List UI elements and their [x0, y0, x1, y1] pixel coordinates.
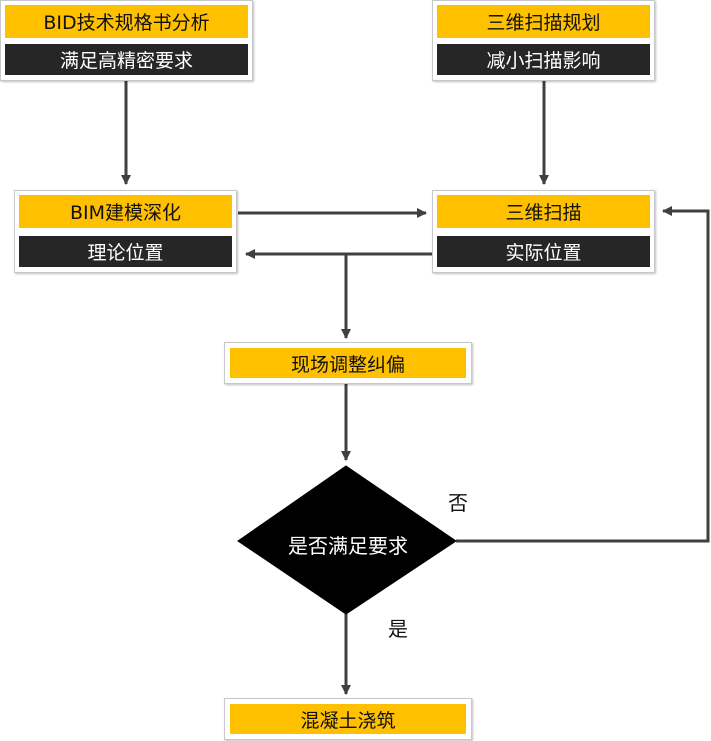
node-bim-modeling-subtitle: 理论位置 [19, 236, 232, 267]
node-scan-planning-title: 三维扫描规划 [437, 5, 650, 38]
node-bim-modeling-title: BIM建模深化 [19, 195, 232, 228]
node-scan-planning: 三维扫描规划 减小扫描影响 [432, 0, 655, 81]
node-concrete-pouring: 混凝土浇筑 [224, 698, 472, 740]
node-bid-analysis-subtitle: 满足高精密要求 [5, 44, 248, 75]
node-site-adjustment-title: 现场调整纠偏 [230, 348, 466, 378]
node-3d-scan-subtitle: 实际位置 [437, 236, 650, 267]
edge-decision-no-to-scan [456, 206, 710, 543]
decision-label: 是否满足要求 [288, 533, 408, 558]
node-site-adjustment: 现场调整纠偏 [224, 342, 472, 384]
edge-label-yes: 是 [388, 617, 408, 641]
edge-label-no: 否 [448, 491, 468, 515]
node-bim-modeling: BIM建模深化 理论位置 [14, 190, 237, 273]
node-3d-scan: 三维扫描 实际位置 [432, 190, 655, 273]
node-3d-scan-title: 三维扫描 [437, 195, 650, 228]
node-scan-planning-subtitle: 减小扫描影响 [437, 44, 650, 75]
decision-diamond [237, 465, 457, 615]
node-bid-analysis-title: BID技术规格书分析 [5, 5, 248, 38]
node-concrete-pouring-title: 混凝土浇筑 [230, 704, 466, 734]
node-bid-analysis: BID技术规格书分析 满足高精密要求 [0, 0, 253, 81]
